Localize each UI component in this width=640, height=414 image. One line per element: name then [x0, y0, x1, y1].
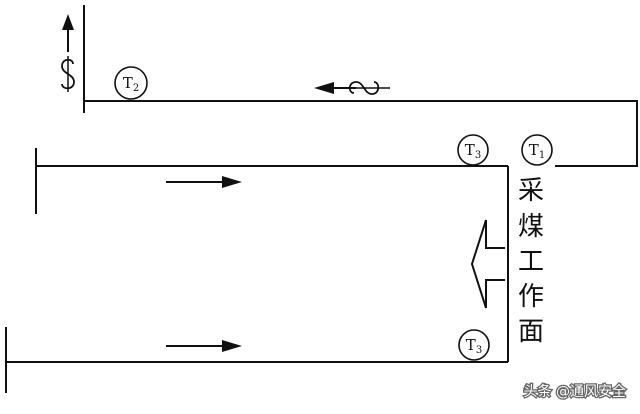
- working-face-char: 作: [518, 282, 544, 312]
- sensor-t3-upper-base: T: [465, 141, 475, 159]
- right-arrow-icon: [166, 340, 242, 352]
- sensor-t1-sub: 1: [539, 150, 545, 161]
- sensor-t2-sub: 2: [133, 83, 139, 94]
- up-arrow-icon: [62, 14, 74, 52]
- watermark-text: 头条 @通风安全: [524, 383, 626, 400]
- face-advance-arrow-icon: [470, 219, 505, 309]
- sensor-t3-lower-base: T: [466, 336, 476, 354]
- sensor-t1-base: T: [529, 141, 539, 159]
- right-arrow-icon: [166, 176, 242, 188]
- svg-text:T3: T3: [465, 141, 481, 161]
- working-face-char: 面: [518, 317, 544, 347]
- svg-text:T3: T3: [466, 336, 482, 356]
- return-airway-outline: [84, 100, 638, 167]
- working-face-char: 工: [518, 247, 544, 277]
- sensor-t3-upper-sub: 3: [475, 150, 481, 161]
- sensor-t3-lower-sub: 3: [476, 345, 482, 356]
- working-face-label: 采 煤 工 作 面: [518, 176, 544, 347]
- sensor-t3-lower: T3: [458, 329, 490, 361]
- sensor-t2-base: T: [123, 74, 133, 92]
- svg-text:T1: T1: [529, 141, 545, 161]
- working-face-char: 煤: [518, 212, 544, 242]
- svg-text:T2: T2: [123, 74, 139, 94]
- sensor-t3-upper: T3: [457, 134, 489, 166]
- sensor-t1: T1: [521, 134, 553, 166]
- working-face-char: 采: [518, 176, 544, 206]
- watermark: 头条 @通风安全: [522, 382, 627, 402]
- sensor-t2: T2: [114, 66, 148, 100]
